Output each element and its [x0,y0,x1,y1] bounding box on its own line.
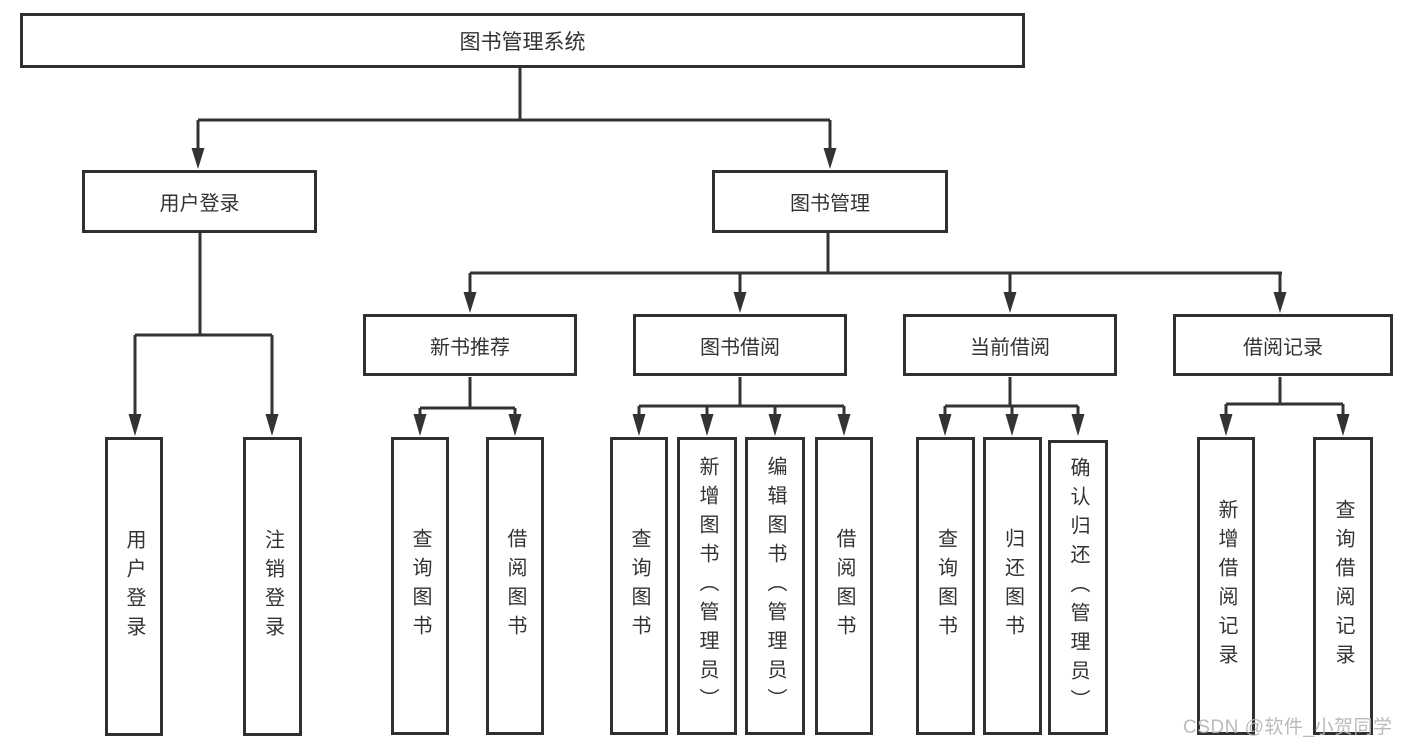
node-library-management-system-label: 图书管理系统 [459,30,586,54]
leaf-borrow-books-recommend-label: 借阅图书 [504,528,526,644]
node-book-borrowing-label: 图书借阅 [700,336,780,359]
node-new-book-recommendation: 新书推荐 [363,314,577,376]
node-current-borrowing-label: 当前借阅 [970,336,1050,359]
leaf-user-login-label: 用户登录 [123,528,145,645]
leaf-logout-label: 注销登录 [261,528,284,645]
leaf-query-books-current-label: 查询图书 [934,528,957,644]
node-library-management-system: 图书管理系统 [20,13,1025,68]
leaf-add-borrow-record: 新增借阅记录 [1197,437,1255,735]
leaf-add-borrow-record-label: 新增借阅记录 [1215,499,1237,673]
node-user-login-branch-label: 用户登录 [159,193,240,215]
leaf-query-books-recommend-label: 查询图书 [409,528,431,644]
leaf-borrow-books: 借阅图书 [815,437,873,735]
leaf-user-login: 用户登录 [105,437,163,736]
leaf-query-books-recommend: 查询图书 [391,437,449,735]
node-borrowing-records: 借阅记录 [1173,314,1393,376]
leaf-edit-books-admin: 编辑图书（管理员） [745,437,805,735]
leaf-confirm-return-admin: 确认归还（管理员） [1048,440,1108,735]
leaf-return-books-label: 归还图书 [1001,528,1024,644]
node-user-login-branch: 用户登录 [82,170,317,233]
leaf-add-books-admin: 新增图书（管理员） [677,437,737,735]
leaf-add-books-admin-label: 新增图书（管理员） [696,455,718,717]
node-current-borrowing: 当前借阅 [903,314,1117,376]
node-borrowing-records-label: 借阅记录 [1243,336,1323,359]
leaf-query-borrow-record-label: 查询借阅记录 [1332,499,1354,673]
node-new-book-recommendation-label: 新书推荐 [430,336,510,359]
csdn-watermark: CSDN @软件_小贺同学 [1183,717,1393,738]
leaf-borrow-books-recommend: 借阅图书 [486,437,544,735]
node-book-management-branch-label: 图书管理 [790,193,870,215]
leaf-logout: 注销登录 [243,437,302,736]
leaf-borrow-books-label: 借阅图书 [833,528,855,644]
leaf-edit-books-admin-label: 编辑图书（管理员） [764,455,786,717]
leaf-return-books: 归还图书 [983,437,1042,735]
node-book-management-branch: 图书管理 [712,170,948,233]
leaf-query-borrow-record: 查询借阅记录 [1313,437,1373,735]
leaf-confirm-return-admin-label: 确认归还（管理员） [1067,457,1089,718]
leaf-query-books-borrowing: 查询图书 [610,437,668,735]
leaf-query-books-borrowing-label: 查询图书 [628,528,650,644]
node-book-borrowing: 图书借阅 [633,314,847,376]
leaf-query-books-current: 查询图书 [916,437,975,735]
